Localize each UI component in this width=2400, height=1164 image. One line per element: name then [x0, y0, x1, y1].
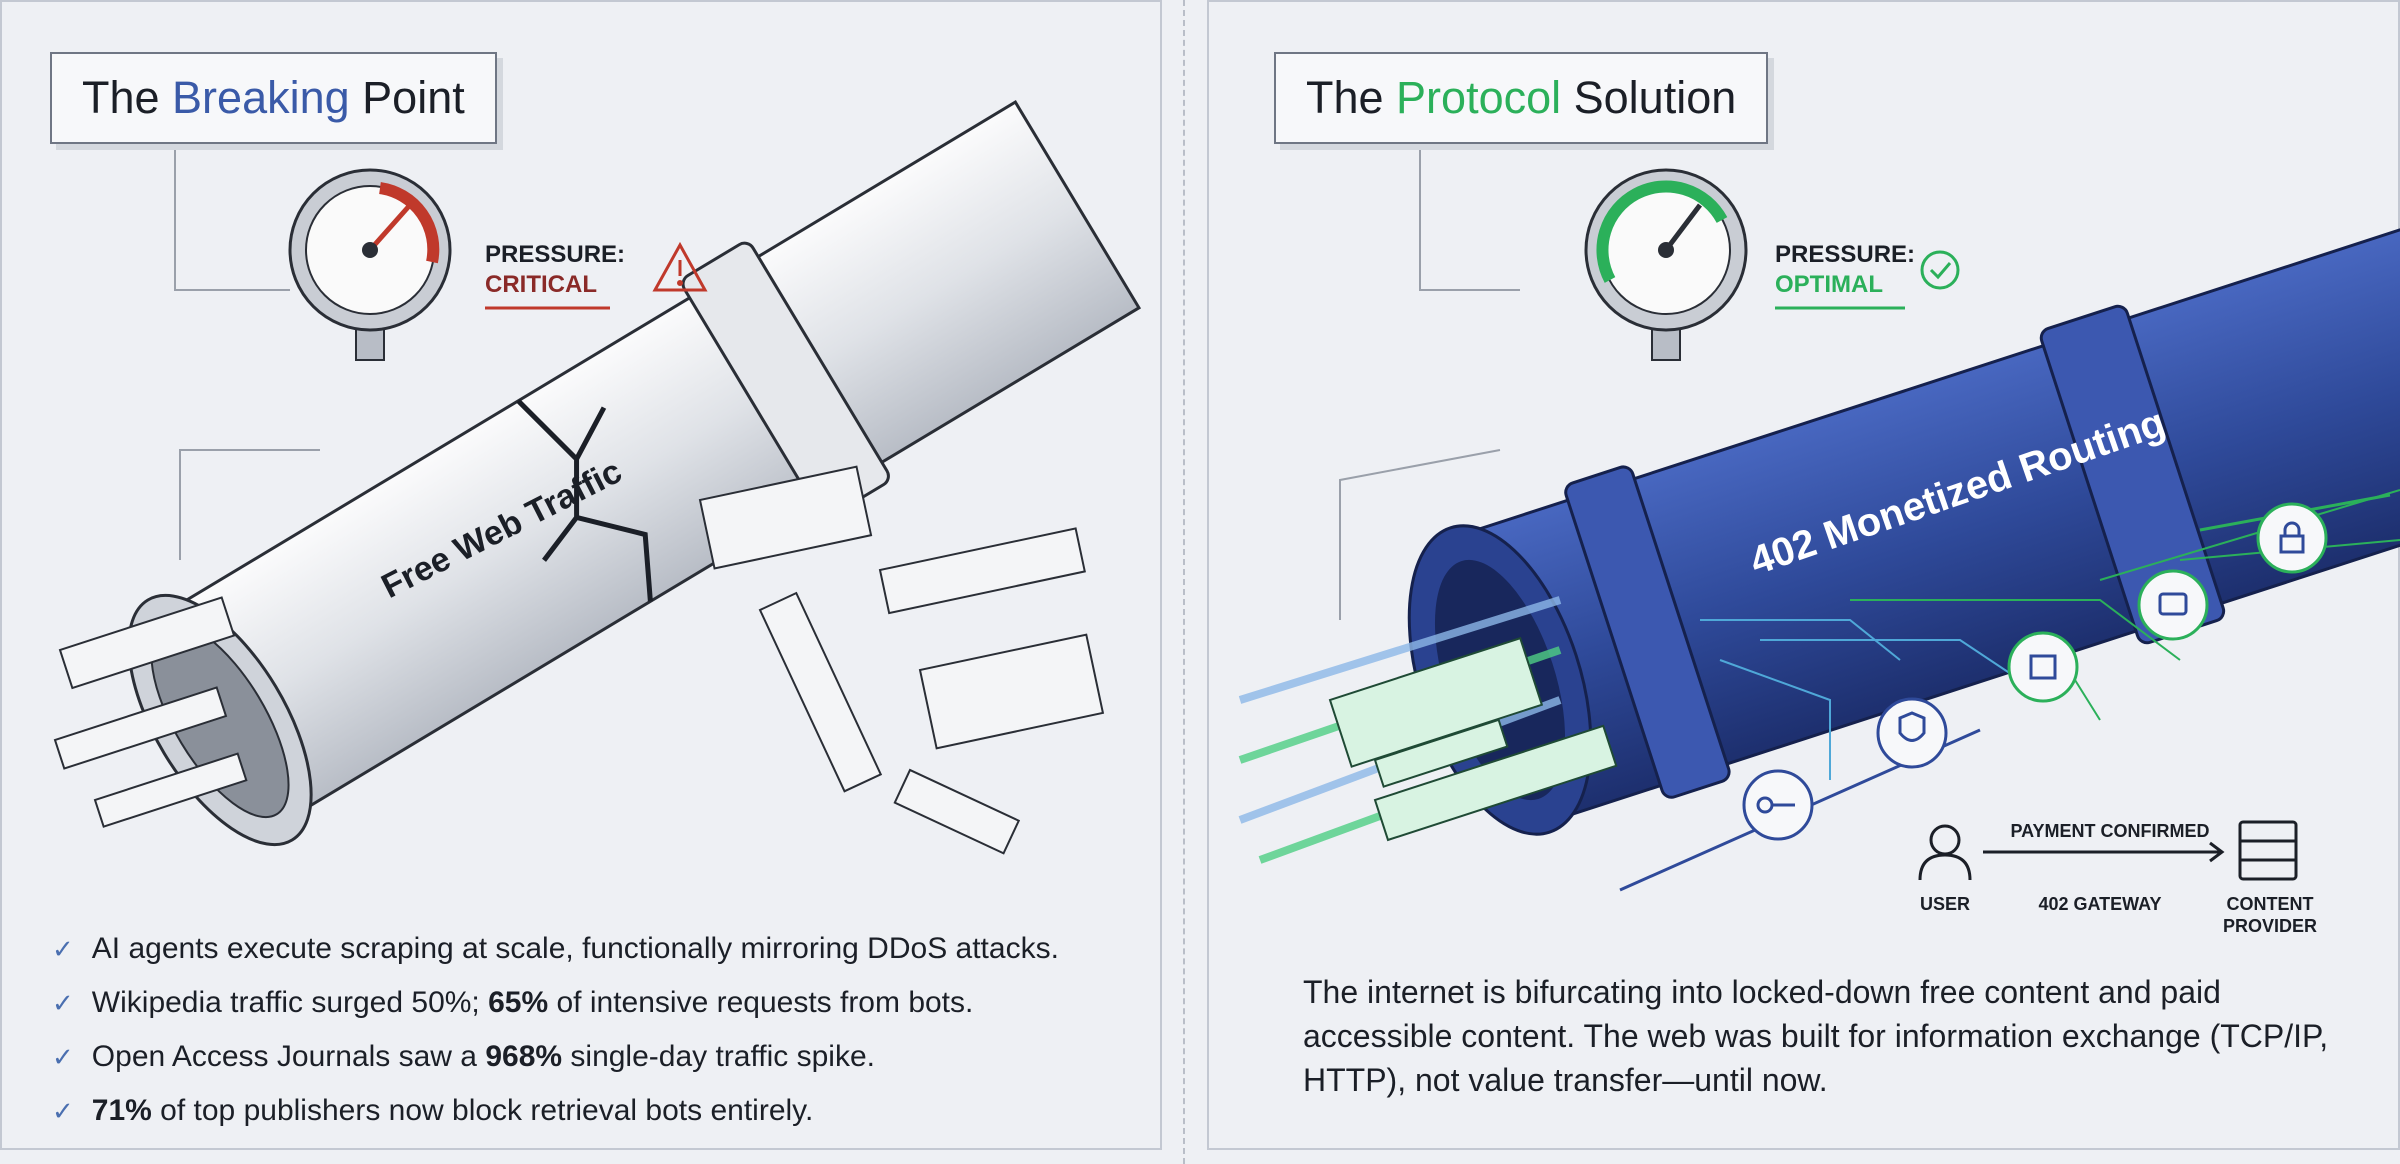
check-icon: ✓ — [52, 934, 74, 964]
packets-right — [1328, 636, 1618, 842]
pressure-label: PRESSURE: — [485, 241, 626, 268]
lock-icon — [2256, 502, 2328, 574]
solution-paragraph: The internet is bifurcating into locked-… — [1303, 974, 2329, 1098]
bullet-item: ✓ Wikipedia traffic surged 50%; 65% of in… — [52, 976, 1059, 1030]
breaking-point-panel — [0, 0, 1162, 1150]
bullet-text: Open Access Journals saw a — [91, 1040, 486, 1073]
pressure-gauge-critical — [288, 168, 452, 361]
title-highlight: Breaking — [172, 72, 350, 123]
bullet-text: Wikipedia traffic surged 50%; — [91, 986, 489, 1019]
pressure-label-left: PRESSURE: CRITICAL — [485, 240, 625, 300]
warning-triangle-icon — [652, 241, 708, 292]
bullet-item: ✓ Open Access Journals saw a 968% single-… — [52, 1030, 1059, 1084]
packets-left — [53, 465, 1105, 855]
user-label: USER — [1919, 894, 1970, 914]
gateway-icon — [2007, 631, 2079, 703]
leader-lines — [174, 148, 1520, 620]
shield-check-icon — [1876, 697, 1948, 769]
check-icon: ✓ — [52, 988, 74, 1018]
bullet-stat: 968% — [485, 1040, 563, 1073]
title-prefix: The — [1306, 72, 1397, 123]
payment-arrow — [1983, 841, 2225, 863]
pressure-label: PRESSURE: — [1775, 241, 1916, 268]
bullet-text: AI agents execute scraping at scale, fun… — [91, 932, 1059, 965]
panel-divider — [1183, 0, 1185, 1164]
bullet-text: of top publishers now block retrieval bo… — [151, 1094, 814, 1127]
provider-line: CONTENT — [2226, 894, 2314, 914]
pressure-status: CRITICAL — [485, 271, 597, 298]
bullet-text: of intensive requests from bots. — [548, 986, 974, 1019]
payment-confirmed-label: PAYMENT CONFIRMED — [2010, 821, 2210, 841]
server-icon — [2238, 820, 2298, 881]
key-icon — [1742, 769, 1814, 841]
wallet-icon — [2137, 569, 2209, 641]
title-suffix: Solution — [1561, 72, 1737, 123]
check-icon: ✓ — [52, 1042, 74, 1072]
bullet-stat: 71% — [91, 1094, 152, 1127]
right-title: The Protocol Solution — [1274, 52, 1769, 144]
bullet-stat: 65% — [488, 986, 549, 1019]
bullet-item: ✓ 71% of top publishers now block retriev… — [52, 1084, 1059, 1138]
protocol-solution-panel — [1207, 0, 2400, 1150]
pressure-gauge-optimal — [1584, 168, 1748, 361]
pressure-label-right: PRESSURE: OPTIMAL — [1775, 240, 1915, 300]
gateway-label: 402 GATEWAY — [2038, 894, 2162, 914]
crack — [516, 399, 653, 602]
pressure-status: OPTIMAL — [1775, 271, 1883, 298]
title-suffix: Point — [349, 72, 465, 123]
cracked-pipe — [127, 100, 1142, 847]
check-icon: ✓ — [52, 1096, 74, 1126]
provider-line: PROVIDER — [2222, 916, 2318, 936]
bullet-text: single-day traffic spike. — [562, 1040, 875, 1073]
user-icon — [1918, 824, 1972, 881]
title-prefix: The — [82, 72, 173, 123]
bullet-item: ✓ AI agents execute scraping at scale, fu… — [52, 922, 1059, 976]
stats-list: ✓ AI agents execute scraping at scale, fu… — [52, 922, 1059, 1138]
title-highlight: Protocol — [1396, 72, 1562, 123]
check-circle-icon — [1920, 250, 1960, 290]
left-title: The Breaking Point — [50, 52, 497, 144]
